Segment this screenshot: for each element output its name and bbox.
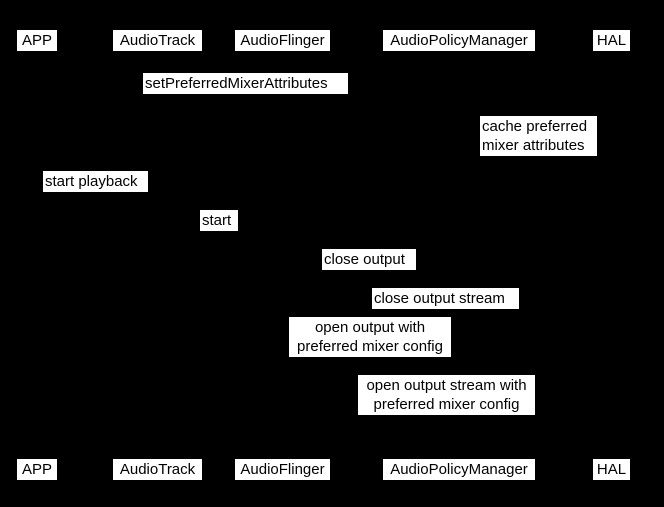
message-arrowhead-2 (457, 154, 464, 162)
message-label-7-line-1: open output with (314, 319, 426, 336)
message-label-5: close output (322, 249, 416, 270)
message-arrow-3 (35, 194, 148, 195)
message-label-4: start (200, 210, 238, 231)
message-arrow-4 (155, 233, 273, 234)
message-label-1: setPreferredMixerAttributes (143, 73, 348, 94)
message-label-8-line-2: preferred mixer config (373, 396, 520, 413)
message-label-2-line-2: mixer attributes (482, 137, 585, 154)
message-arrow-6 (457, 311, 602, 312)
lifeline-hal (609, 52, 610, 455)
message-arrowhead-4 (273, 229, 280, 237)
message-label-7-line-2: preferred mixer config (297, 338, 443, 355)
message-arrow-8 (457, 418, 602, 419)
message-arrow-1 (35, 96, 450, 97)
lifeline-audiotrack (155, 52, 156, 455)
message-label-3: start playback (43, 171, 148, 192)
participant-footer-audiotrack[interactable]: AudioTrack (113, 459, 202, 480)
message-arrowhead-6 (602, 307, 609, 315)
message-label-6: close output stream (372, 288, 519, 309)
message-label-8: open output stream with preferred mixer c… (358, 375, 535, 415)
message-arrowhead-7 (450, 356, 457, 364)
message-arrowhead-1 (450, 92, 457, 100)
participant-header-hal[interactable]: HAL (593, 30, 630, 51)
message-arrowhead-5 (450, 268, 457, 276)
message-label-8-line-1: open output stream with (366, 377, 527, 394)
participant-footer-hal[interactable]: HAL (593, 459, 630, 480)
participant-header-app[interactable]: APP (17, 30, 57, 51)
participant-footer-audioflinger[interactable]: AudioFlinger (235, 459, 330, 480)
participant-footer-audiopolicymanager[interactable]: AudioPolicyManager (383, 459, 535, 480)
message-arrowhead-8 (602, 414, 609, 422)
message-label-2: cache preferred mixer attributes (480, 116, 597, 156)
message-arrow-7 (280, 360, 450, 361)
message-arrowhead-3 (148, 190, 155, 198)
lifeline-audioflinger (280, 52, 281, 455)
message-label-7: open output with preferred mixer config (289, 317, 451, 357)
lifeline-app (35, 52, 36, 455)
participant-header-audiopolicymanager[interactable]: AudioPolicyManager (383, 30, 535, 51)
message-label-2-line-1: cache preferred (482, 118, 588, 135)
message-arrow-5 (280, 272, 450, 273)
participant-footer-app[interactable]: APP (17, 459, 57, 480)
participant-header-audioflinger[interactable]: AudioFlinger (235, 30, 330, 51)
participant-header-audiotrack[interactable]: AudioTrack (113, 30, 202, 51)
message-selfloop-2 (457, 116, 476, 160)
lifeline-audiopolicymanager (457, 52, 458, 455)
